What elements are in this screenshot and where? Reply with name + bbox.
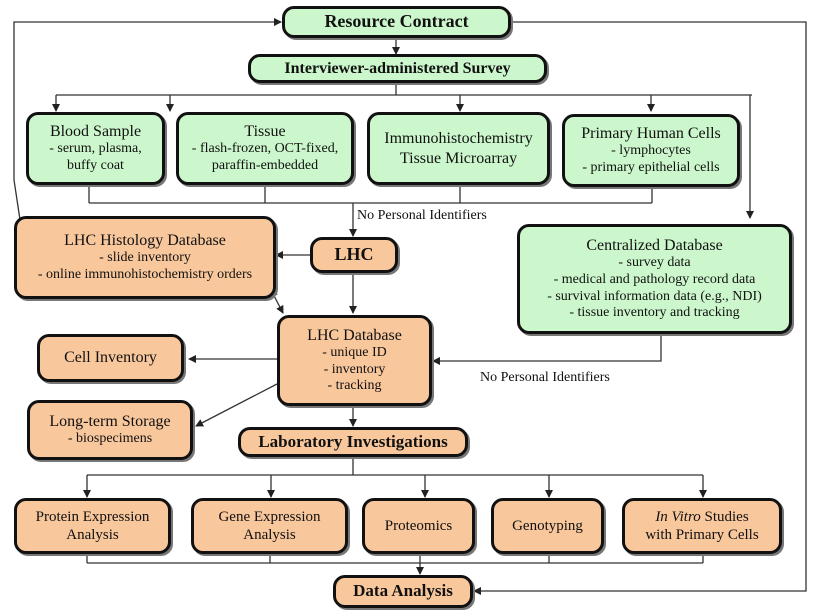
- node-line: - unique ID: [322, 344, 387, 360]
- edge-histology-contract: [13, 18, 282, 234]
- primary-cells-node: Primary Human Cells - lymphocytes - prim…: [562, 114, 740, 187]
- edge-label-to-lhc-database: No Personal Identifiers: [480, 370, 610, 385]
- edge-centralized-database: [432, 333, 662, 365]
- node-line: - online immunohistochemistry orders: [37, 267, 253, 283]
- node-line: Protein Expression: [35, 509, 150, 525]
- node-line: - tissue inventory and tracking: [569, 305, 740, 321]
- node-title: Genotyping: [512, 518, 583, 534]
- node-line: Analysis: [66, 527, 119, 543]
- lhc-database-node: LHC Database - unique ID - inventory - t…: [277, 315, 432, 406]
- node-title: Centralized Database: [586, 236, 723, 254]
- data-analysis-node: Data Analysis: [333, 575, 473, 608]
- node-title: LHC Database: [307, 326, 402, 344]
- node-italic: In Vitro: [655, 509, 701, 525]
- resource-contract-node: Resource Contract: [282, 6, 511, 38]
- genotyping-node: Genotyping: [491, 498, 604, 554]
- centralized-database-node: Centralized Database - survey data - med…: [517, 224, 792, 334]
- node-line: - primary epithelial cells: [582, 160, 720, 176]
- node-title: Interviewer-administered Survey: [284, 59, 511, 77]
- node-line: - survival information data (e.g., NDI): [547, 288, 762, 304]
- proteomics-node: Proteomics: [362, 498, 475, 554]
- node-title: Immunohistochemistry: [384, 130, 533, 148]
- node-title: Laboratory Investigations: [258, 431, 448, 451]
- node-title: LHC: [334, 244, 374, 265]
- node-title: Tissue: [244, 123, 286, 141]
- node-line: paraffin-embedded: [211, 158, 319, 174]
- edge-label-to-lhc: No Personal Identifiers: [357, 208, 487, 223]
- node-line: - slide inventory: [99, 250, 191, 266]
- survey-node: Interviewer-administered Survey: [248, 54, 547, 83]
- tissue-node: Tissue - flash-frozen, OCT-fixed, paraff…: [176, 112, 354, 185]
- node-line: with Primary Cells: [645, 527, 759, 543]
- edge-database-storage: [195, 383, 278, 427]
- lhc-node: LHC: [310, 237, 398, 273]
- long-term-storage-node: Long-term Storage - biospecimens: [27, 400, 193, 460]
- node-line: Analysis: [243, 527, 296, 543]
- node-title: Resource Contract: [324, 11, 469, 32]
- lhc-histology-database-node: LHC Histology Database - slide inventory…: [14, 216, 276, 299]
- node-line: - survey data: [618, 255, 691, 270]
- node-line: - flash-frozen, OCT-fixed,: [191, 141, 339, 157]
- node-line: Tissue Microarray: [399, 149, 518, 167]
- laboratory-investigations-node: Laboratory Investigations: [238, 427, 468, 457]
- node-line: - serum, plasma,: [49, 141, 142, 157]
- protein-expression-node: Protein Expression Analysis: [14, 498, 171, 554]
- node-line: - tracking: [327, 378, 382, 394]
- node-line: Gene Expression: [218, 509, 321, 525]
- node-rest: Studies: [700, 509, 749, 525]
- gene-expression-node: Gene Expression Analysis: [191, 498, 348, 554]
- node-line: - biospecimens: [67, 431, 153, 447]
- node-title: Primary Human Cells: [581, 125, 721, 143]
- edge-contract-data: [473, 21, 807, 595]
- cell-inventory-node: Cell Inventory: [37, 334, 184, 382]
- node-line: - inventory: [323, 361, 386, 377]
- node-title: Blood Sample: [49, 123, 142, 141]
- node-title: Data Analysis: [353, 581, 453, 601]
- node-line: - lymphocytes: [611, 143, 691, 159]
- ihc-tma-node: Immunohistochemistry Tissue Microarray: [367, 112, 550, 185]
- node-line: buffy coat: [67, 158, 124, 174]
- node-title: Proteomics: [384, 518, 453, 534]
- node-title: Long-term Storage: [49, 413, 171, 430]
- node-line: - medical and pathology record data: [553, 271, 756, 287]
- in-vitro-studies-node: In Vitro Studies with Primary Cells: [622, 498, 782, 554]
- node-title: LHC Histology Database: [64, 232, 226, 250]
- node-line: In Vitro Studies: [655, 508, 748, 526]
- node-title: Cell Inventory: [64, 349, 157, 367]
- blood-sample-node: Blood Sample - serum, plasma, buffy coat: [26, 112, 165, 185]
